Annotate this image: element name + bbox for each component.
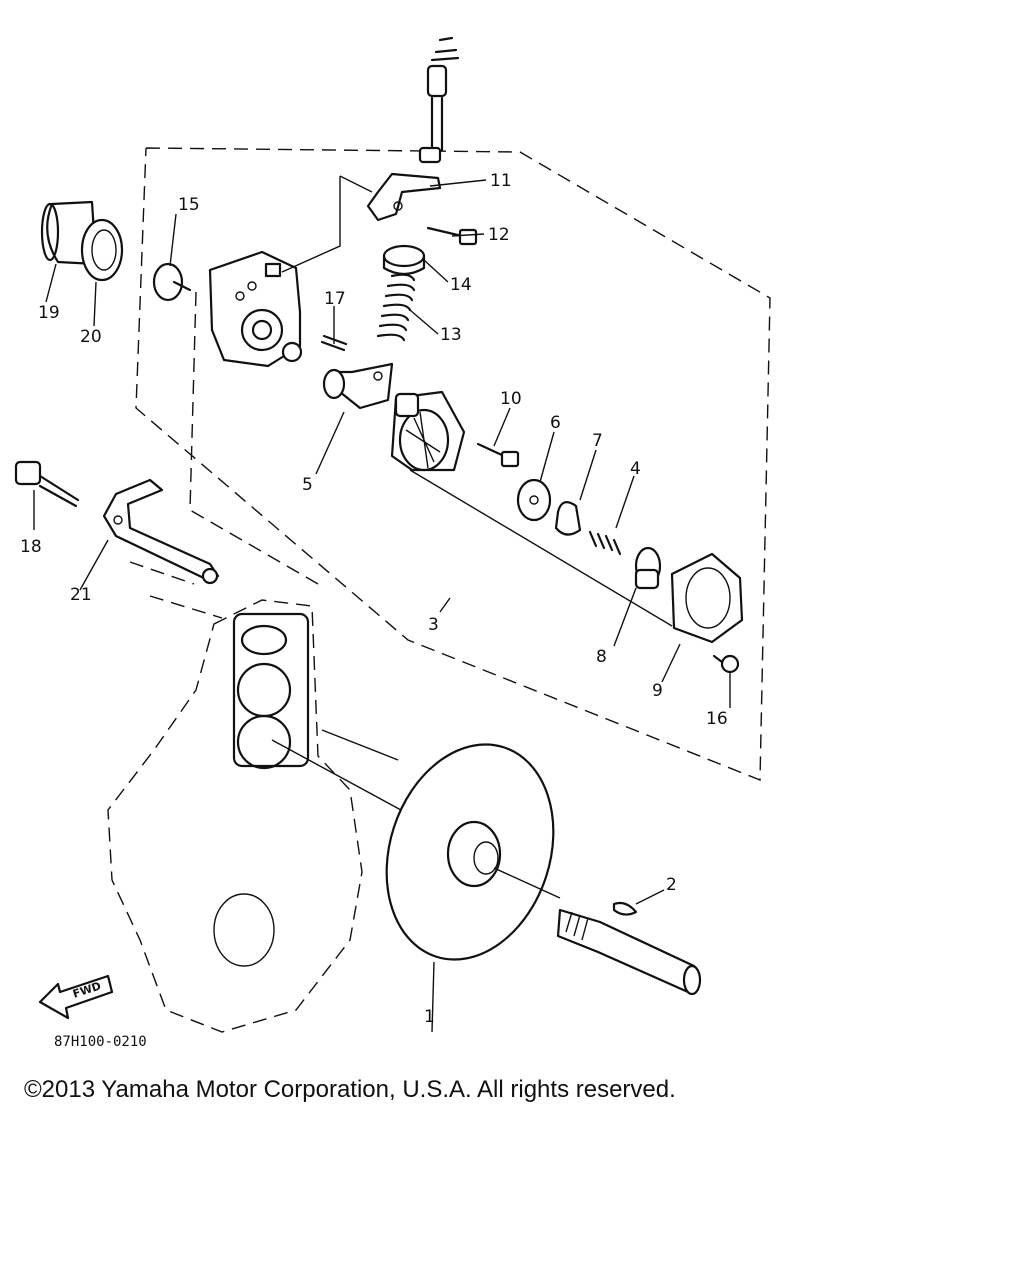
governor-cover bbox=[390, 390, 466, 472]
callout-21: 21 bbox=[70, 585, 92, 605]
part-6-washer bbox=[516, 478, 552, 522]
callout-20: 20 bbox=[80, 327, 102, 347]
part-14-cap bbox=[382, 244, 426, 276]
part-9-end-cover bbox=[670, 552, 744, 644]
part-21-bracket bbox=[102, 478, 220, 585]
callout-18: 18 bbox=[20, 537, 42, 557]
callout-3: 3 bbox=[428, 615, 439, 635]
callout-2: 2 bbox=[666, 875, 677, 895]
callout-17: 17 bbox=[324, 289, 346, 309]
part-10-bolt bbox=[476, 442, 520, 468]
callout-10: 10 bbox=[500, 389, 522, 409]
part-18-bolt bbox=[14, 460, 80, 508]
callout-15: 15 bbox=[178, 195, 200, 215]
callout-14: 14 bbox=[450, 275, 472, 295]
part-17-pin bbox=[320, 334, 348, 352]
crankcase bbox=[107, 599, 399, 1033]
copyright-notice: ©2013 Yamaha Motor Corporation, U.S.A. A… bbox=[24, 1076, 676, 1103]
exploded-parts-diagram: FWD 1 2 3 4 5 6 7 8 9 10 11 bbox=[14, 36, 771, 1050]
governor-housing bbox=[208, 250, 303, 368]
callout-5: 5 bbox=[302, 475, 313, 495]
assembly-boundary bbox=[135, 147, 771, 782]
callout-8: 8 bbox=[596, 647, 607, 667]
part-20-cap bbox=[80, 218, 124, 282]
part-15-plug bbox=[152, 262, 192, 302]
splined-shaft bbox=[556, 908, 702, 996]
callout-numbers: 1 2 3 4 5 6 7 8 9 10 11 12 13 14 15 16 1… bbox=[20, 171, 728, 1027]
forward-direction-arrow: FWD bbox=[38, 974, 114, 1020]
control-cable bbox=[418, 36, 460, 164]
part-13-spring bbox=[376, 273, 416, 342]
part-11-bracket bbox=[366, 172, 442, 222]
part-8-plunger bbox=[634, 546, 662, 590]
part-16-screw bbox=[712, 654, 740, 674]
callout-7: 7 bbox=[592, 431, 603, 451]
part-12-bolt bbox=[426, 226, 478, 246]
drawing-code: 87H100-0210 bbox=[54, 1034, 147, 1050]
callout-19: 19 bbox=[38, 303, 60, 323]
part-5-governor-shaft bbox=[322, 362, 394, 410]
callout-6: 6 bbox=[550, 413, 561, 433]
callout-9: 9 bbox=[652, 681, 663, 701]
callout-13: 13 bbox=[440, 325, 462, 345]
callout-1: 1 bbox=[424, 1007, 435, 1027]
part-7-clip bbox=[554, 501, 582, 536]
callout-11: 11 bbox=[490, 171, 512, 191]
callout-12: 12 bbox=[488, 225, 510, 245]
part-1-sheave bbox=[385, 743, 555, 961]
leader-lines bbox=[33, 179, 731, 1033]
part-4-spring bbox=[588, 530, 622, 556]
callout-4: 4 bbox=[630, 459, 641, 479]
callout-16: 16 bbox=[706, 709, 728, 729]
part-2-key bbox=[612, 901, 638, 916]
